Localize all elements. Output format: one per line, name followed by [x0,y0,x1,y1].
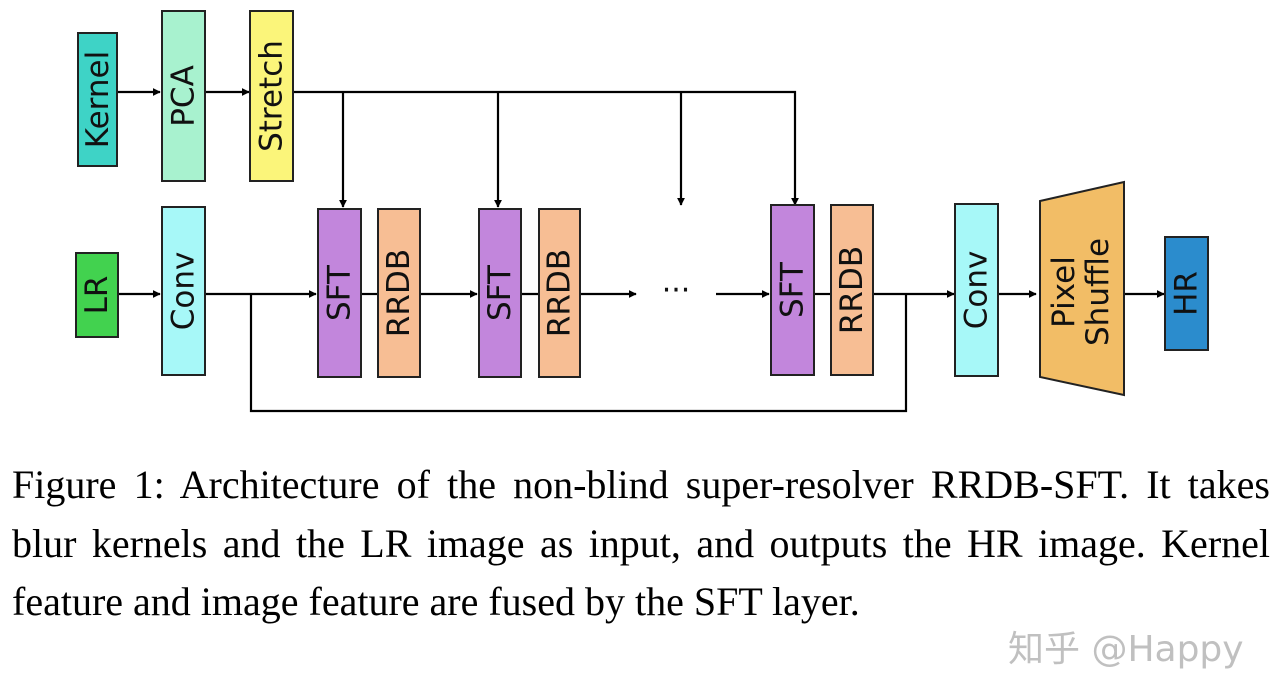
pixel-shuffle-block: Pixel Shuffle [1039,180,1125,397]
kernel-block: Kernel [77,32,118,167]
lr-block: LR [75,252,119,338]
sft-label-1: SFT [322,264,358,321]
sft-block-2: SFT [478,208,522,378]
rrdb-label-1: RRDB [381,249,417,337]
watermark: 知乎 @Happy [1008,629,1244,670]
kernel-label: Kernel [80,51,116,148]
conv-block-2: Conv [954,203,999,377]
rrdb-block-1: RRDB [377,208,421,378]
ellipsis: ··· [662,273,691,308]
pca-label: PCA [166,65,202,127]
rrdb-block-3: RRDB [830,204,874,376]
hr-label: HR [1169,271,1205,316]
stretch-block: Stretch [249,10,294,182]
lr-label: LR [79,276,115,315]
pca-block: PCA [161,10,206,182]
rrdb-label-3: RRDB [834,246,870,334]
stretch-label: Stretch [254,40,290,152]
sft-block-3: SFT [770,204,815,376]
sft-block-1: SFT [317,208,362,378]
rrdb-block-2: RRDB [538,208,581,378]
pixel-shuffle-label-1: Pixel [1046,256,1082,328]
sft-label-2: SFT [482,264,518,321]
hr-block: HR [1164,236,1209,351]
conv-block-1: Conv [161,206,206,376]
pixel-shuffle-label-2: Shuffle [1080,238,1116,346]
rrdb-label-2: RRDB [542,249,578,337]
conv-label-2: Conv [959,251,995,330]
conv-label-1: Conv [166,252,202,331]
connections [117,88,1165,413]
figure-caption: Figure 1: Architecture of the non-blind … [12,462,1270,624]
sft-label-3: SFT [775,261,811,318]
